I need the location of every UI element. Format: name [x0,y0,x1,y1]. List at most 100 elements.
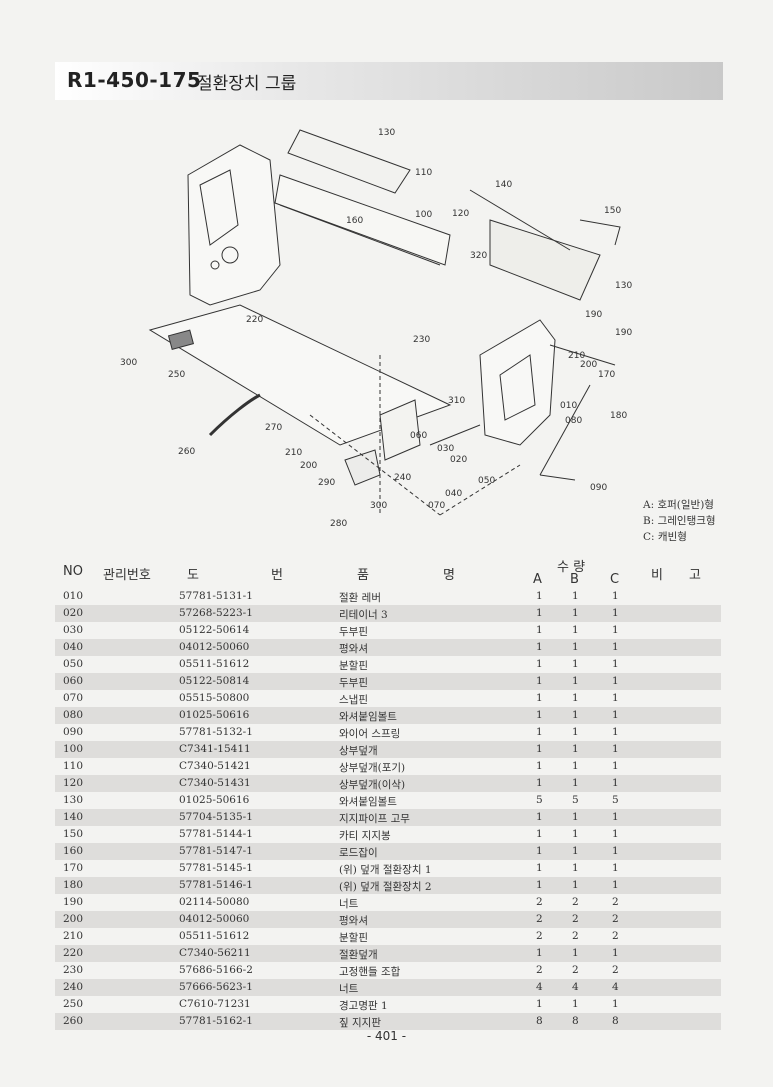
cell-qty-c: 1 [612,879,619,891]
cell-qty-b: 1 [572,998,579,1010]
cell-qty-b: 1 [572,590,579,602]
group-name: 절환장치 그룹 [197,74,297,94]
callout-030: 030 [437,444,454,454]
cell-qty-b: 1 [572,845,579,857]
cell-qty-a: 1 [536,760,543,772]
cell-part-name: 평와셔 [339,915,368,927]
callout-060: 060 [410,431,427,441]
cell-qty-a: 2 [536,930,543,942]
callout-190a: 190 [585,310,602,320]
header-name-2: 명 [443,568,455,583]
callout-210: 210 [568,351,585,361]
callout-230: 230 [413,335,430,345]
callout-110: 110 [415,168,432,178]
cell-qty-a: 1 [536,811,543,823]
cell-qty-c: 1 [612,828,619,840]
callout-280: 280 [330,519,347,529]
cell-drawing-number: 57666-5623-1 [179,981,253,993]
cell-part-name: 절환 레버 [339,592,381,604]
cell-qty-b: 2 [572,930,579,942]
exploded-parts-diagram: 130 110 100 160 140 120 150 320 130 190 … [120,128,632,529]
cell-no: 160 [63,845,84,857]
cell-qty-a: 1 [536,607,543,619]
cell-qty-c: 1 [612,845,619,857]
callout-220: 220 [246,315,263,325]
callout-020: 020 [450,455,467,465]
cell-no: 130 [63,794,84,806]
cell-qty-c: 1 [612,590,619,602]
callout-290: 290 [318,478,335,488]
diagram-callouts: 130 110 100 160 140 120 150 320 130 190 … [120,128,632,529]
callout-310: 310 [448,396,465,406]
cell-no: 060 [63,675,84,687]
cell-no: 030 [63,624,84,636]
cell-no: 020 [63,607,84,619]
cell-part-name: 와셔붙임볼트 [339,796,397,808]
cell-drawing-number: 05515-50800 [179,692,250,704]
cell-qty-b: 1 [572,828,579,840]
cell-qty-c: 8 [612,1015,619,1027]
header-dwg-1: 도 [187,568,199,583]
callout-130a: 130 [378,128,395,138]
cell-part-name: 너트 [339,983,359,995]
header-no: NO [63,564,83,579]
cell-drawing-number: 57781-5162-1 [179,1015,253,1027]
cell-no: 170 [63,862,84,874]
callout-070: 070 [428,501,445,511]
callout-300b: 300 [370,501,387,511]
cell-qty-a: 1 [536,590,543,602]
callout-200b: 200 [300,461,317,471]
cell-no: 220 [63,947,84,959]
header-name-1: 품 [357,568,369,583]
cell-qty-b: 1 [572,692,579,704]
legend-b: B: 그레인탱크형 [643,515,716,527]
cell-qty-c: 2 [612,930,619,942]
callout-250: 250 [168,370,185,380]
cell-drawing-number: C7340-51421 [179,760,251,772]
page-number: - 401 - [366,1029,407,1043]
cell-qty-a: 1 [536,862,543,874]
cell-part-name: 분할핀 [339,660,368,672]
cell-qty-a: 5 [536,794,543,806]
cell-qty-b: 1 [572,862,579,874]
callout-140: 140 [495,180,512,190]
header-dwg-2: 번 [271,568,283,583]
cell-qty-a: 1 [536,947,543,959]
cell-drawing-number: 04012-50060 [179,641,250,653]
cell-drawing-number: 57268-5223-1 [179,607,253,619]
cell-qty-b: 1 [572,811,579,823]
cell-drawing-number: C7340-51431 [179,777,251,789]
callout-170: 170 [598,370,615,380]
cell-part-name: (위) 덮개 절환장치 1 [339,864,432,876]
cell-part-name: 지지파이프 고무 [339,813,410,825]
cell-qty-c: 1 [612,675,619,687]
cell-part-name: 평와셔 [339,643,368,655]
callout-300a: 300 [120,358,137,368]
cell-qty-b: 1 [572,709,579,721]
cell-no: 050 [63,658,84,670]
header-note-2: 고 [689,568,701,583]
cell-qty-a: 1 [536,692,543,704]
cell-qty-b: 1 [572,675,579,687]
cell-drawing-number: 02114-50080 [179,896,250,908]
cell-qty-b: 1 [572,760,579,772]
cell-qty-b: 1 [572,624,579,636]
cell-qty-c: 1 [612,811,619,823]
cell-no: 070 [63,692,84,704]
cell-drawing-number: 01025-50616 [179,709,250,721]
